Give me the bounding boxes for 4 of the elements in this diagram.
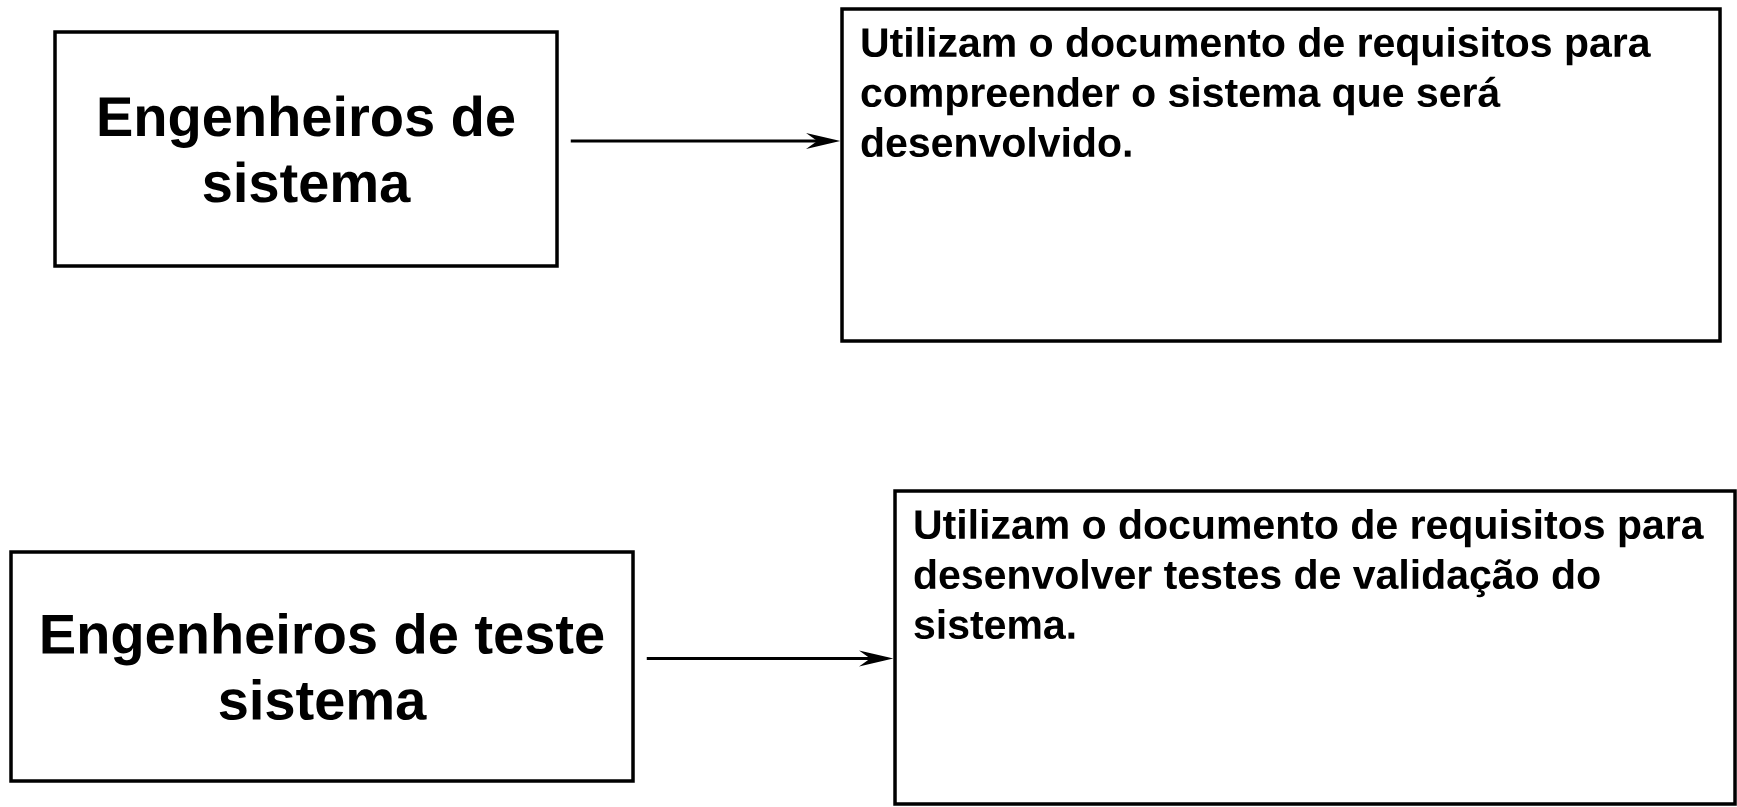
actor-box: Engenheiros de teste sistema <box>9 550 635 783</box>
description-box: Utilizam o documento de requisitos para compreender o sistema que será desenvolvido. <box>840 7 1722 343</box>
actor-box: Engenheiros de sistema <box>53 30 559 268</box>
description-box: Utilizam o documento de requisitos para desenvolver testes de validação do sistema. <box>893 489 1737 806</box>
